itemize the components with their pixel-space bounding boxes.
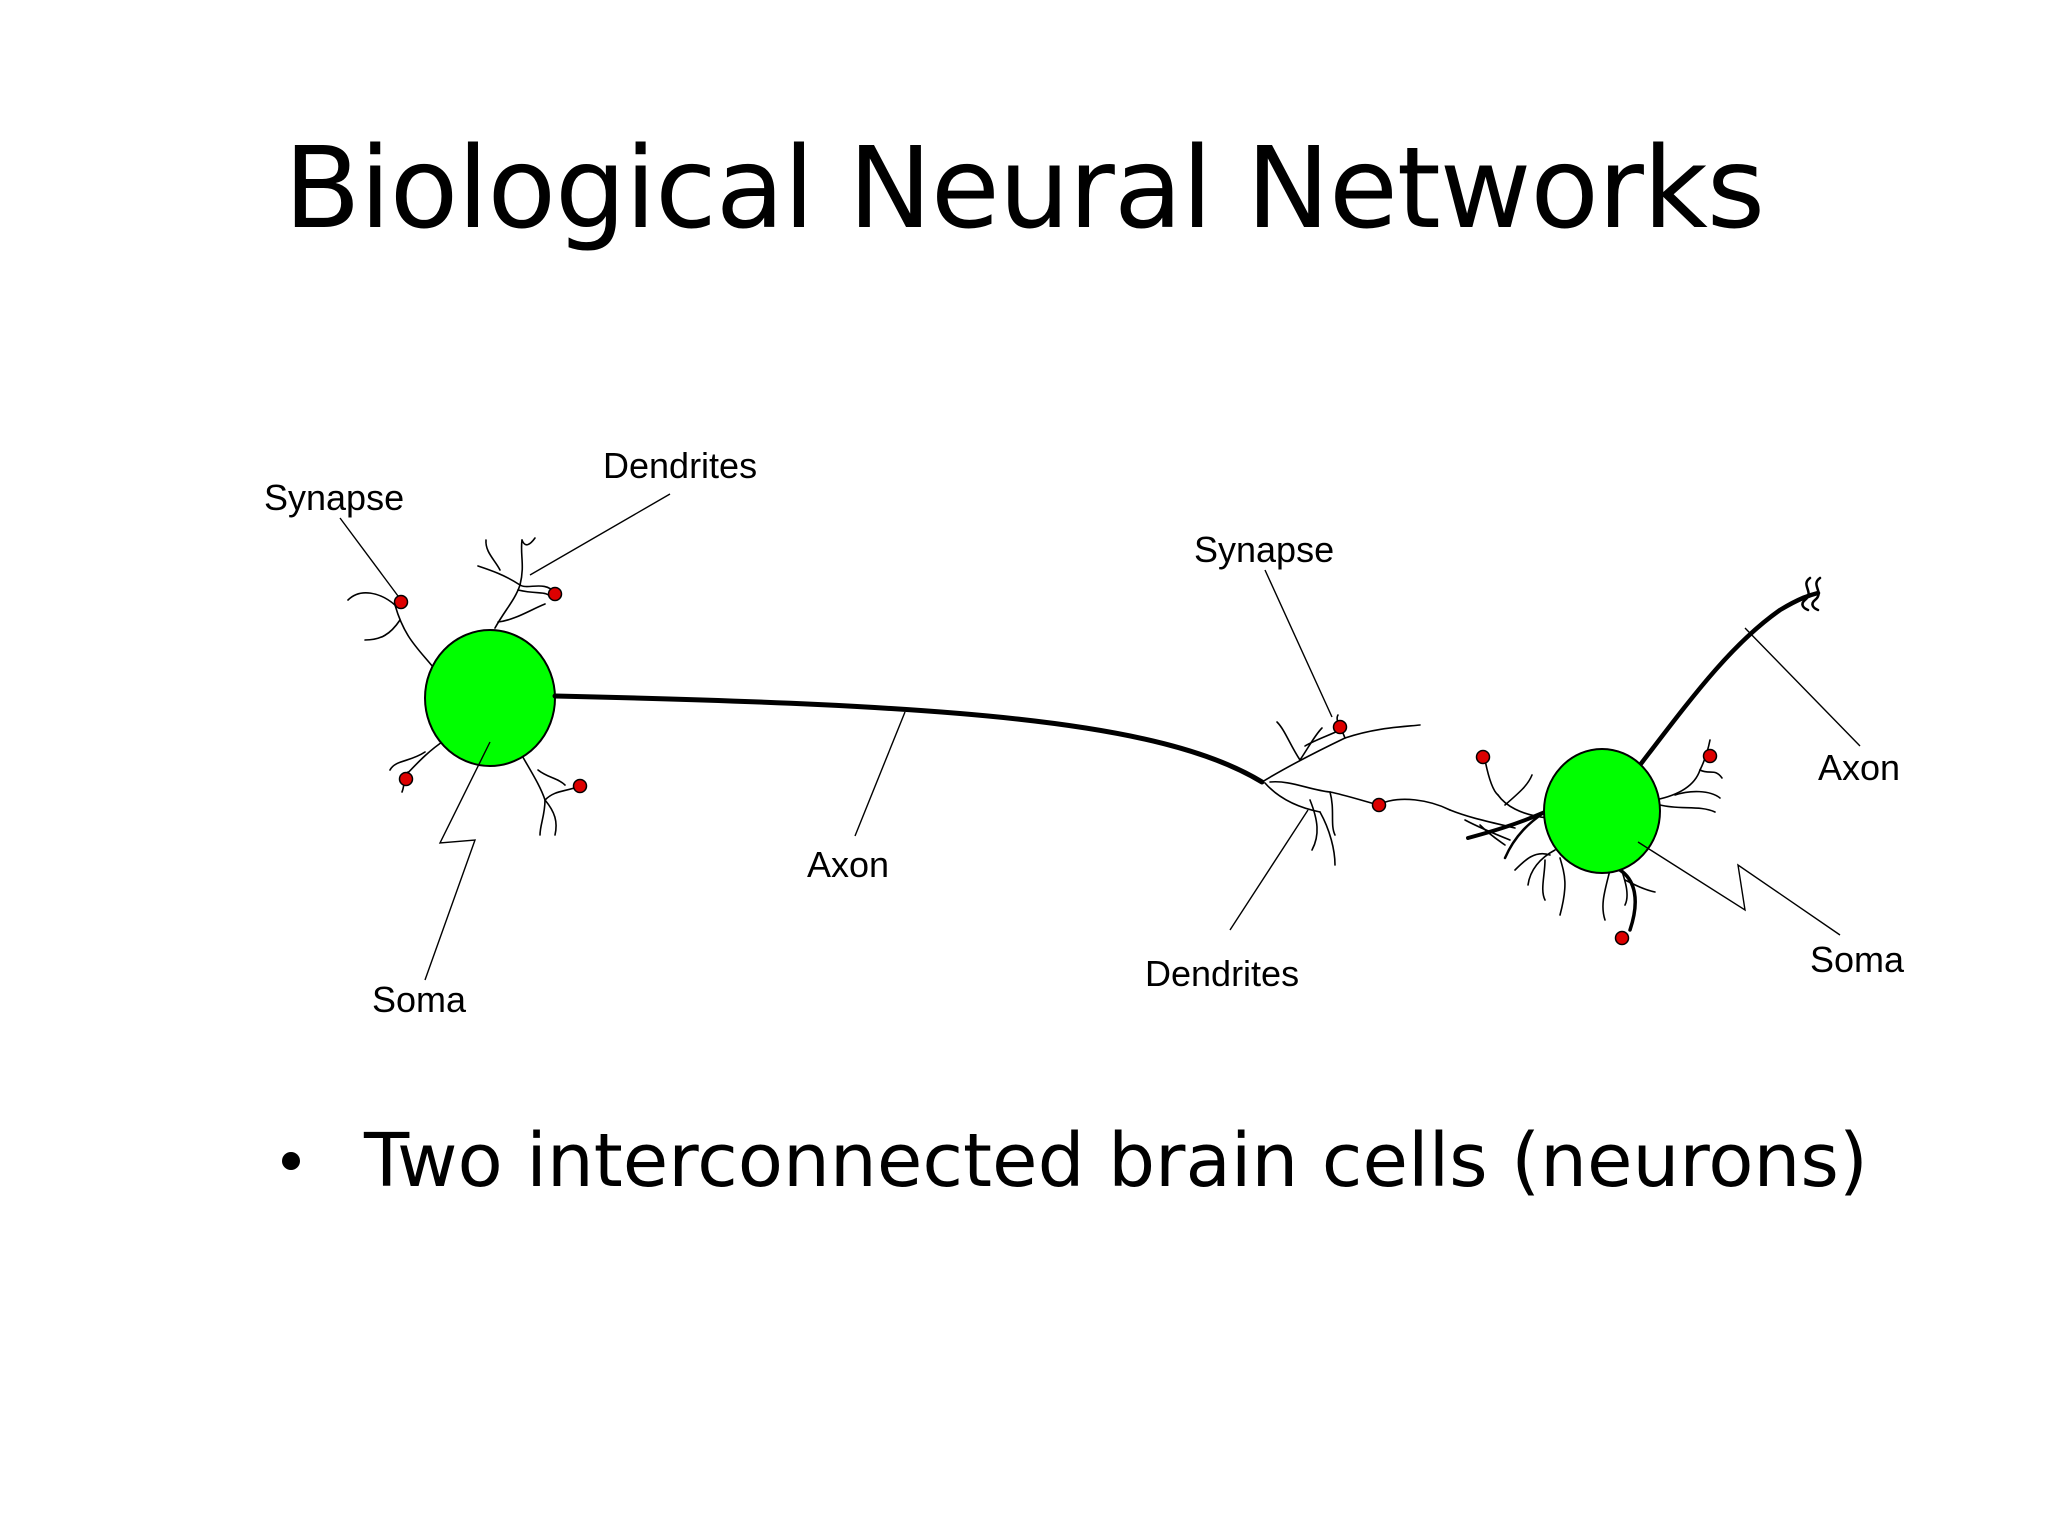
label-synapse-right: Synapse [1194,529,1334,570]
label-soma-left: Soma [372,979,467,1020]
synapses-right [1475,748,1718,946]
axon-right-break-icon [1801,576,1822,612]
dendrite-right-lower [1618,868,1637,932]
label-dendrites-left: Dendrites [603,445,757,486]
synapses-middle [1332,719,1387,813]
label-axon-middle: Axon [807,844,889,885]
label-soma-right: Soma [1810,939,1905,980]
axon-right [1637,590,1821,768]
dendrite-right-input [1379,798,1516,846]
bullet-text: Two interconnected brain cells (neurons) [364,1118,1868,1204]
soma-left [424,629,556,767]
right-neuron-dendrites [1466,739,1723,921]
leader-lines [339,493,1861,981]
label-axon-right: Axon [1818,747,1900,788]
axon-terminal-branches [1261,714,1421,866]
slide-title: Biological Neural Networks [283,124,1765,254]
synapses-left [393,586,588,794]
soma-right [1543,748,1661,874]
bullet-item: Two interconnected brain cells (neurons) [282,1118,1882,1204]
bullet-icon [282,1152,300,1170]
label-synapse-left: Synapse [264,477,404,518]
label-dendrites-right: Dendrites [1145,953,1299,994]
axon-long [552,693,1265,785]
